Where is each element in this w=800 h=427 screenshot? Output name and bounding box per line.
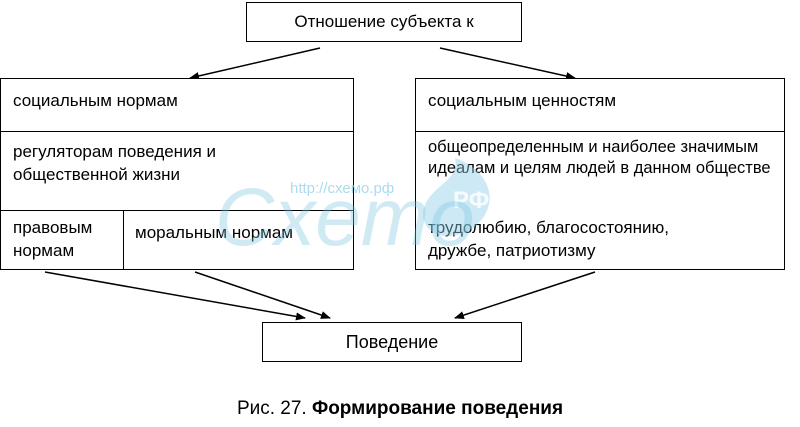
subject-relation-box: Отношение субъекта к bbox=[246, 2, 522, 42]
subject-relation-label: Отношение субъекта к bbox=[294, 12, 474, 31]
figure-caption: Рис. 27. Формирование поведения bbox=[0, 398, 800, 420]
arrow-left-to-bottom bbox=[44, 271, 306, 321]
behavior-label: Поведение bbox=[345, 332, 439, 352]
social-values-examples: трудолюбию, благосостоянию, дружбе, патр… bbox=[428, 218, 669, 260]
behavior-box: Поведение bbox=[262, 322, 522, 362]
social-norms-header: социальным нормам bbox=[13, 91, 178, 110]
social-norms-description: регуляторам поведения и общественной жиз… bbox=[13, 142, 216, 184]
arrow-left2-to-bottom bbox=[194, 271, 331, 319]
legal-norms-label: правовым нормам bbox=[13, 218, 93, 260]
social-values-description: общеопределенным и наиболее значимым иде… bbox=[428, 138, 771, 178]
arrow-top-to-right bbox=[439, 47, 576, 80]
arrow-top-to-left bbox=[189, 47, 321, 80]
arrow-right-to-bottom bbox=[454, 271, 596, 319]
social-values-block: социальным ценностям общеопределенным и … bbox=[415, 78, 785, 270]
caption-prefix: Рис. 27. bbox=[236, 398, 307, 419]
moral-norms-label: моральным нормам bbox=[135, 223, 293, 242]
social-values-header: социальным ценностям bbox=[428, 91, 617, 110]
social-norms-block: социальным нормам регуляторам поведения … bbox=[0, 78, 354, 270]
caption-title: Формирование поведения bbox=[311, 398, 564, 419]
